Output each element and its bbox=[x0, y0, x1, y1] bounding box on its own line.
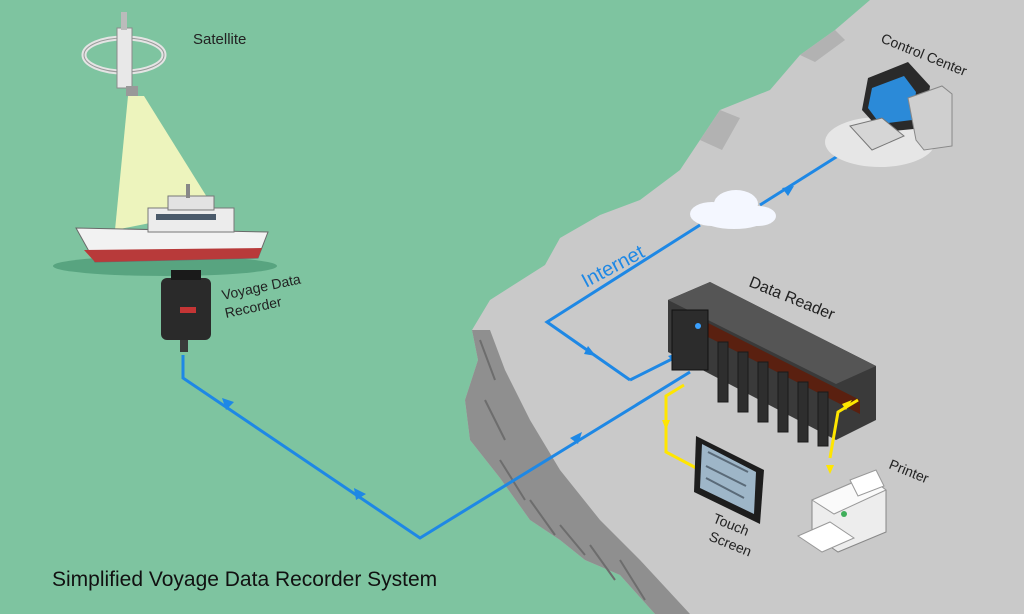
touch-screen-icon bbox=[694, 436, 764, 524]
cloud-icon bbox=[690, 190, 776, 229]
yellow-link-arrows bbox=[662, 400, 852, 474]
satellite-icon bbox=[81, 12, 167, 96]
printer-icon bbox=[796, 469, 887, 553]
data-reader-icon bbox=[668, 282, 876, 447]
voyage-data-recorder-icon bbox=[161, 270, 211, 352]
control-center-computer-icon bbox=[825, 62, 953, 167]
diagram-title: Simplified Voyage Data Recorder System bbox=[52, 568, 437, 591]
satellite-label: Satellite bbox=[193, 31, 246, 48]
ship-icon bbox=[53, 184, 277, 276]
